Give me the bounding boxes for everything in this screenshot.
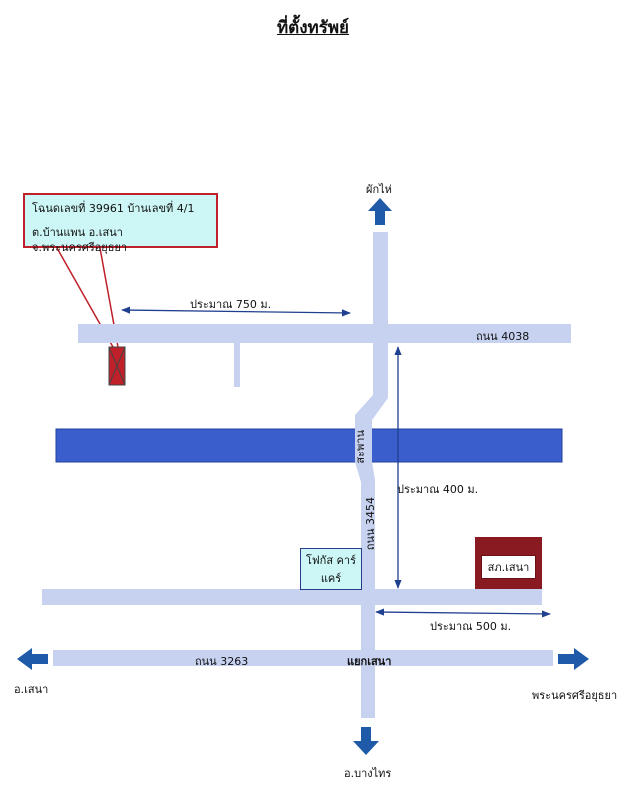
direction-west-label: อ.เสนา	[14, 683, 49, 696]
bridge-label: สะพาน	[354, 430, 367, 464]
junction-label: แยกเสนา	[347, 655, 392, 668]
road-3454	[355, 232, 388, 718]
road-middle-horizontal	[42, 589, 542, 605]
arrow-south-icon	[353, 727, 379, 755]
road-3263	[53, 650, 553, 666]
photos-care-building: โฟกัส คาร์แคร์	[300, 548, 362, 590]
side-road-stub	[234, 343, 240, 387]
direction-north-label: ผักไห่	[366, 183, 392, 196]
direction-south-label: อ.บางไทร	[344, 767, 392, 780]
distance-label-500: ประมาณ 500 ม.	[430, 620, 512, 633]
road-4038	[78, 324, 571, 343]
police-station-label: สภ.เสนา	[481, 555, 536, 579]
river	[55, 428, 563, 463]
property-plot-cross-2	[108, 346, 126, 386]
arrow-north-icon	[368, 198, 392, 225]
distance-arrow-500	[375, 608, 551, 618]
distance-label-750: ประมาณ 750 ม.	[190, 298, 272, 311]
arrow-east-icon	[558, 648, 589, 670]
road-label-3263: ถนน 3263	[195, 655, 249, 668]
page-title: ที่ตั้งทรัพย์	[276, 18, 350, 38]
road-label-3454: ถนน 3454	[364, 497, 377, 551]
deed-line-1: โฉนดเลขที่ 39961 บ้านเลขที่ 4/1	[32, 202, 195, 215]
direction-east-label: พระนครศรีอยุธยา	[532, 689, 618, 702]
deed-line-2: ต.บ้านแพน อ.เสนา จ.พระนครศรีอยุธยา	[32, 226, 128, 254]
distance-arrow-750	[121, 306, 351, 317]
property-deed-callout: โฉนดเลขที่ 39961 บ้านเลขที่ 4/1 ต.บ้านแพ…	[23, 193, 218, 254]
distance-label-400: ประมาณ 400 ม.	[397, 483, 479, 496]
road-label-4038: ถนน 4038	[476, 330, 530, 343]
arrow-west-icon	[17, 648, 48, 670]
